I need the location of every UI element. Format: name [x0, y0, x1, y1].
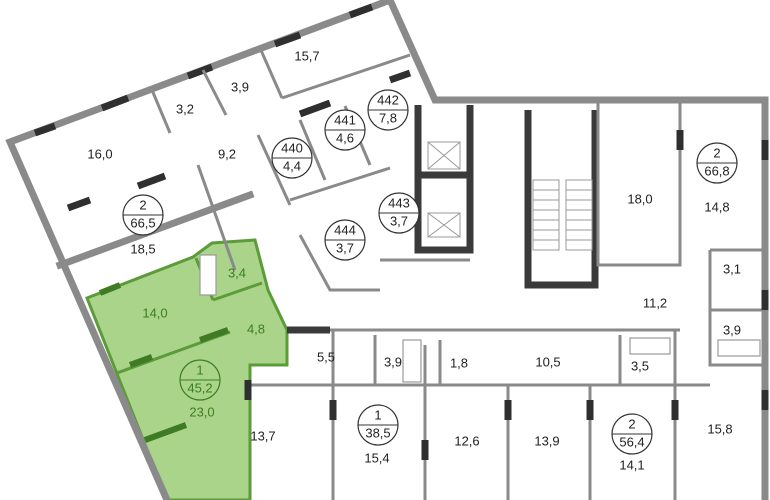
stairs-icon	[532, 179, 593, 251]
room-area-label: 23,0	[189, 404, 214, 419]
badge-top-text: 2	[139, 197, 146, 212]
apartment-badge[interactable]: 266,8	[696, 142, 738, 184]
badge-top-text: 442	[377, 92, 399, 107]
room-area-label: 3,9	[231, 79, 249, 94]
room-area-label: 15,4	[364, 450, 389, 465]
room-area-label: 18,0	[627, 191, 652, 206]
room-area-label: 3,4	[228, 265, 246, 280]
room-area-label: 3,2	[176, 101, 194, 116]
apartment-badge[interactable]: 145,2	[179, 359, 221, 401]
badge-top-text: 2	[713, 145, 720, 160]
windows	[33, 3, 412, 212]
badge-bottom-text: 4,4	[283, 158, 301, 173]
room-area-label: 13,9	[534, 433, 559, 448]
room-area-label: 4,8	[247, 321, 265, 336]
badge-bottom-text: 3,7	[336, 240, 354, 255]
apartment-highlight-45-2[interactable]	[85, 238, 289, 500]
interior-walls	[150, 47, 765, 500]
room-area-label: 1,8	[450, 355, 468, 370]
badge-bottom-text: 38,5	[365, 425, 390, 440]
badge-bottom-text: 4,6	[336, 130, 354, 145]
room-area-label: 5,5	[317, 349, 335, 364]
badge-bottom-text: 3,7	[390, 213, 408, 228]
badge-top-text: 1	[196, 362, 203, 377]
room-area-label: 14,8	[704, 199, 729, 214]
room-area-label: 16,0	[87, 146, 112, 161]
room-area-label: 3,5	[631, 358, 649, 373]
bathtub-icon	[199, 254, 761, 383]
badge-top-text: 441	[334, 112, 356, 127]
room-area-label: 9,2	[218, 146, 236, 161]
highlight-windows	[98, 282, 230, 443]
badge-bottom-text: 7,8	[379, 110, 397, 125]
room-area-label: 18,5	[130, 241, 155, 256]
badge-bottom-text: 45,2	[187, 380, 212, 395]
room-area-label: 13,7	[250, 428, 275, 443]
room-area-label: 15,7	[294, 48, 319, 63]
apartment-badge[interactable]: 138,5	[357, 404, 399, 446]
apartment-badge[interactable]: 266,5	[122, 194, 164, 236]
room-area-label: 3,9	[384, 354, 402, 369]
room-area-label: 15,8	[707, 421, 732, 436]
badge-bottom-text: 56,4	[619, 434, 644, 449]
room-area-label: 11,2	[643, 295, 667, 310]
elevator-icon	[427, 141, 461, 238]
badge-bottom-text: 66,8	[704, 163, 729, 178]
badge-top-text: 444	[334, 222, 356, 237]
room-area-label: 3,1	[723, 261, 741, 276]
room-area-label: 10,5	[535, 354, 560, 369]
badge-top-text: 1	[374, 407, 381, 422]
room-area-label: 3,9	[723, 322, 741, 337]
room-area-label: 14,1	[619, 457, 644, 472]
badge-top-text: 2	[628, 416, 635, 431]
badge-bottom-text: 66,5	[130, 215, 155, 230]
room-area-label: 12,6	[454, 433, 479, 448]
room-area-label: 14,0	[142, 305, 167, 320]
badge-top-text: 440	[281, 140, 303, 155]
interior-dark-segments	[244, 130, 769, 460]
apartment-badge[interactable]: 256,4	[611, 413, 653, 455]
badge-top-text: 443	[388, 195, 410, 210]
